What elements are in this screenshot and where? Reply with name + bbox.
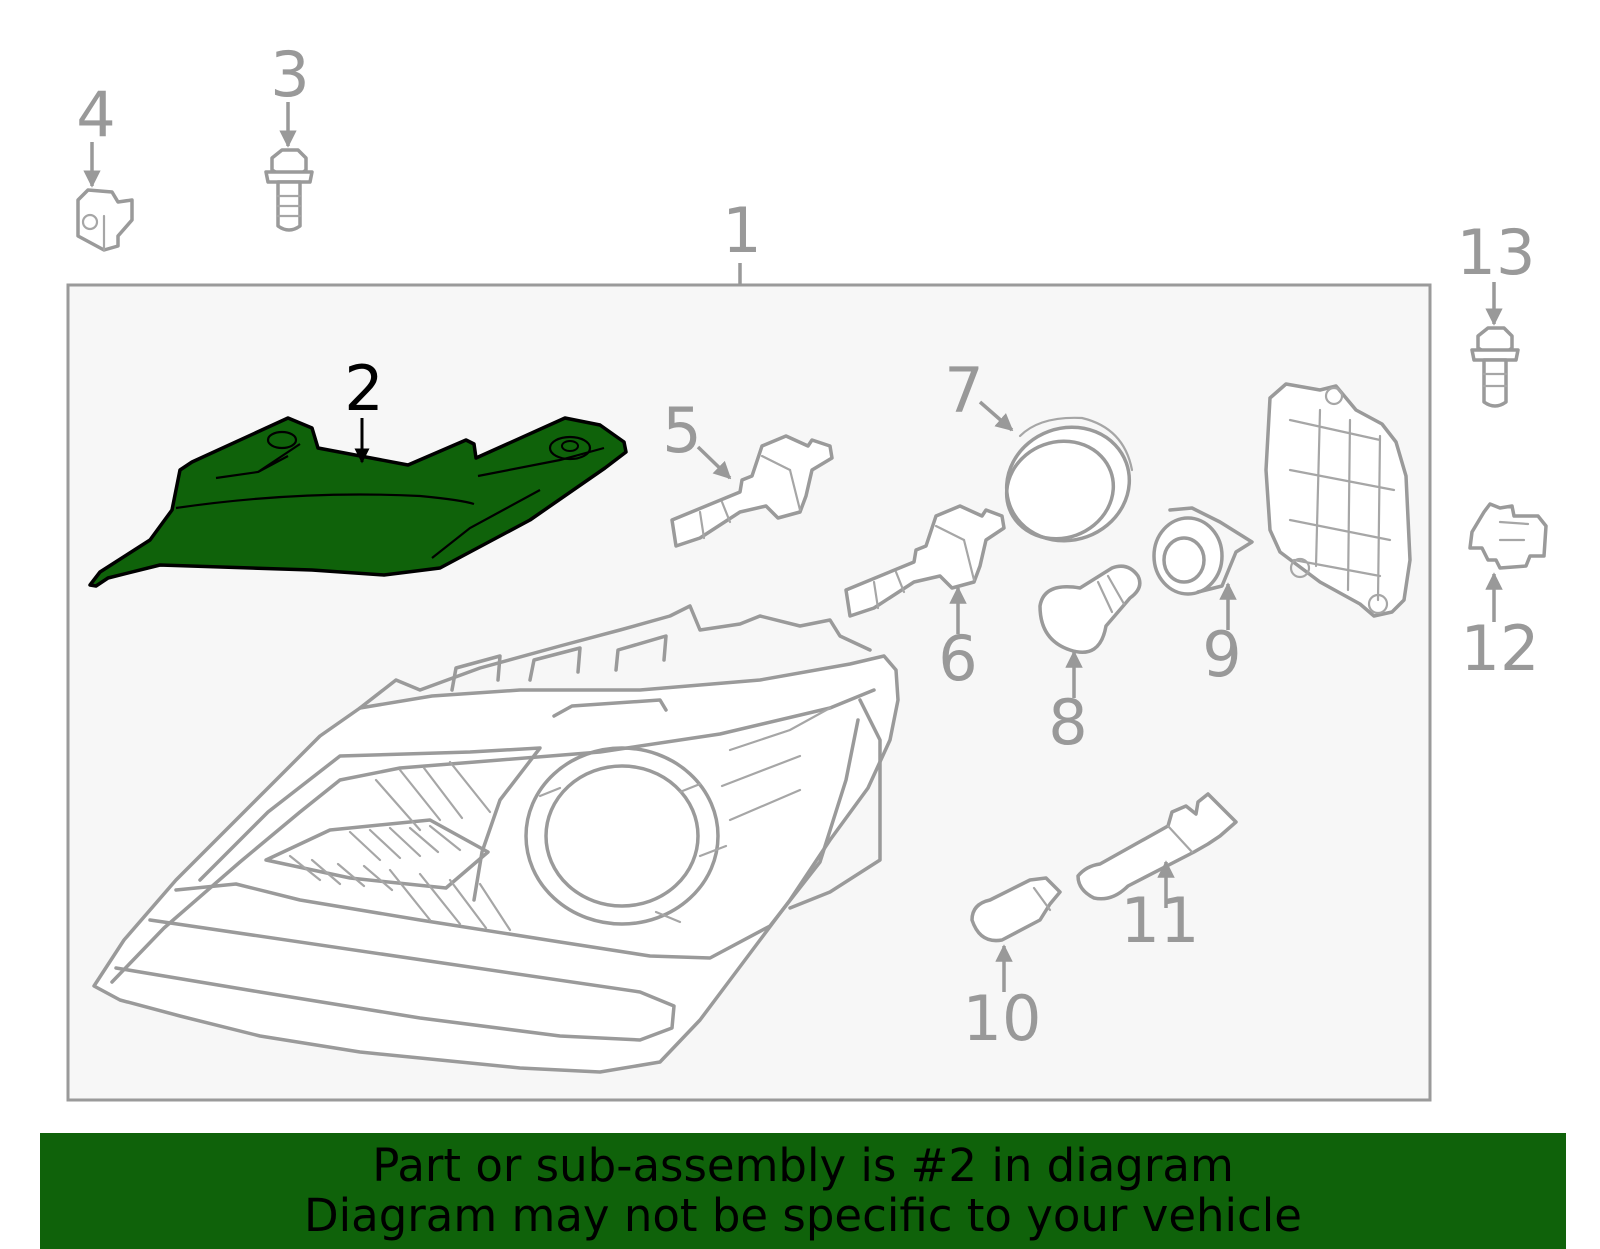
notice-banner: Part or sub-assembly is #2 in diagram Di… xyxy=(40,1133,1566,1249)
part-12-clip[interactable] xyxy=(1468,502,1548,570)
part-10-bulb[interactable] xyxy=(970,876,1062,943)
callout-10: 10 xyxy=(963,982,1042,1055)
part-13-bolt[interactable] xyxy=(1470,326,1520,408)
callout-6: 6 xyxy=(938,622,977,695)
callout-4: 4 xyxy=(76,78,115,151)
callout-1: 1 xyxy=(722,194,761,267)
banner-line-disclaimer: Diagram may not be specific to your vehi… xyxy=(304,1189,1302,1242)
part-7-cap[interactable] xyxy=(991,410,1146,558)
callout-11: 11 xyxy=(1121,884,1200,957)
banner-line-part: Part or sub-assembly is #2 in diagram xyxy=(372,1139,1234,1192)
part-8-bulb[interactable] xyxy=(1038,564,1142,654)
callout-7: 7 xyxy=(944,354,983,427)
callout-3: 3 xyxy=(270,38,309,111)
part-5-bulb[interactable] xyxy=(670,434,834,548)
callout-8: 8 xyxy=(1048,686,1087,759)
part-3-bolt[interactable] xyxy=(264,148,314,232)
callout-13: 13 xyxy=(1457,216,1536,289)
callout-2: 2 xyxy=(344,352,383,425)
callout-7-leader xyxy=(978,400,1014,432)
part-6-bulb[interactable] xyxy=(844,504,1006,618)
part-cover[interactable] xyxy=(1264,382,1412,618)
headlamp-housing[interactable] xyxy=(92,604,900,1074)
callout-9: 9 xyxy=(1202,618,1241,691)
part-4-clip-nut[interactable] xyxy=(76,188,134,252)
callout-5: 5 xyxy=(662,394,701,467)
callout-12: 12 xyxy=(1461,612,1540,685)
callout-5-leader xyxy=(696,445,732,480)
part-2-bracket[interactable] xyxy=(88,416,628,588)
